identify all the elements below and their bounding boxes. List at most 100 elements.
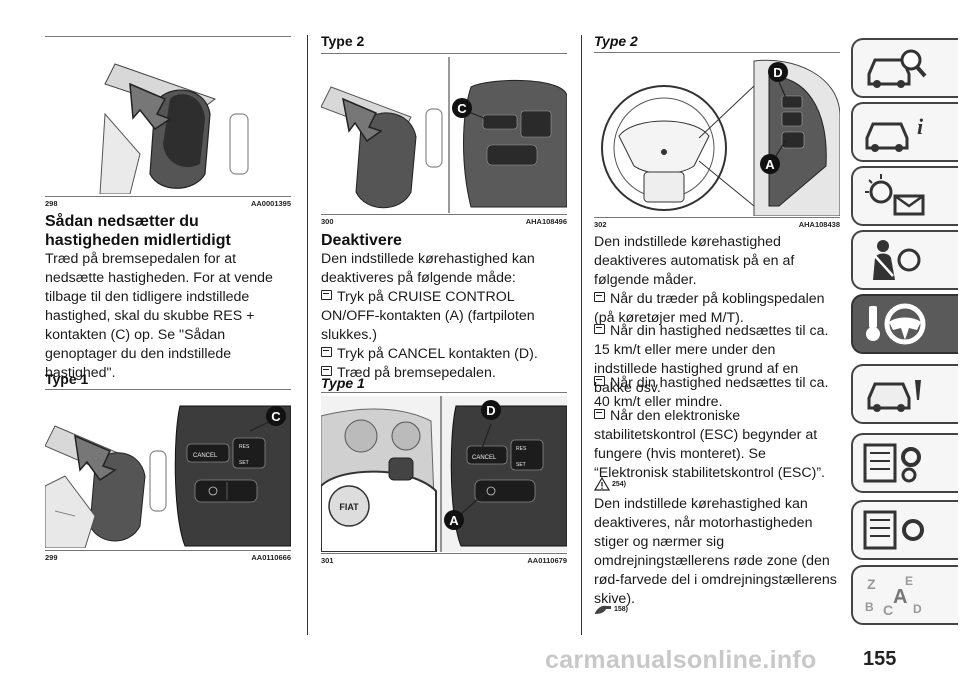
type1-label: Type 1: [321, 375, 365, 391]
figure-301: FIAT CANCEL RES SET D A: [321, 396, 567, 552]
warning-reference: 254): [593, 476, 626, 491]
switch-label-res: RES: [239, 444, 250, 450]
car-breakdown-icon: [867, 380, 921, 412]
note-ref-number: 158): [613, 605, 628, 613]
rule-type1: [321, 392, 567, 393]
figure-number: 302: [594, 220, 607, 229]
tab-index[interactable]: Z E B C A D: [851, 565, 958, 625]
key-steering-wheel-icon: [866, 303, 926, 345]
figure-number: 301: [321, 556, 334, 565]
bullet-text: Træd på bremsepedalen.: [337, 365, 496, 381]
figure-301-rule: [321, 553, 567, 554]
deactivate-intro: Den indstillede kørehastighed kan deakti…: [321, 251, 535, 286]
callout-d: D: [486, 403, 495, 418]
figure-299: CANCEL RES SET C: [45, 396, 291, 548]
tab-maintenance[interactable]: [851, 433, 958, 493]
switch-label-set: SET: [239, 460, 249, 466]
bullet-item: Tryk på CRUISE CONTROL ON/OFF-kontakten …: [321, 288, 567, 345]
svg-text:A: A: [893, 586, 907, 608]
switch-label-cancel: CANCEL: [193, 453, 218, 459]
figure-302-rule: [594, 217, 840, 218]
switch-label-res: RES: [516, 446, 527, 452]
slowdown-paragraph: Træd på bremsepedalen for at nedsætte ha…: [45, 251, 273, 381]
tab-technical-data[interactable]: [851, 500, 958, 560]
rpm-paragraph: Den indstillede kørehastighed kan deakti…: [594, 496, 837, 607]
bullet-item: Når din hastighed nedsættes til ca. 40 k…: [594, 374, 840, 412]
figure-302-caption: 302 AHA108438: [594, 220, 840, 229]
bullet-text: Når din hastighed nedsættes til ca. 15 k…: [594, 323, 829, 396]
tab-car-info[interactable]: i: [851, 102, 958, 162]
tab-car-search[interactable]: [851, 38, 958, 98]
figure-id: AA0001395: [250, 199, 291, 208]
callout-c: C: [457, 101, 467, 116]
section-heading-slowdown: Sådan nedsætter du hastigheden midlertid…: [45, 213, 231, 249]
bullet-item: Når den elektroniske stabilitetskontrol …: [594, 407, 840, 483]
switch-label-cancel: CANCEL: [472, 455, 497, 461]
tab-breakdown[interactable]: [851, 364, 958, 424]
figure-299-rule: [45, 550, 291, 551]
maintenance-settings-icon: [863, 443, 921, 483]
tab-safety[interactable]: [851, 230, 958, 290]
bullet-item: Træd på bremsepedalen.: [321, 364, 567, 383]
bullet-item: Når din hastighed nedsættes til ca. 15 k…: [594, 322, 840, 398]
tab-starting-driving[interactable]: [851, 294, 958, 354]
figure-300-caption: 300 AHA108496: [321, 217, 567, 226]
fiat-logo-text: FIAT: [339, 502, 359, 512]
rule-type2: [321, 53, 567, 54]
figure-id: AHA108438: [798, 220, 840, 229]
svg-text:E: E: [905, 574, 913, 588]
figure-298: [45, 44, 291, 194]
figure-id: AA0110666: [251, 553, 291, 562]
warning-light-mail-icon: [865, 174, 925, 216]
callout-a: A: [765, 157, 775, 172]
figure-number: 298: [45, 199, 58, 208]
alphabet-index-icon: Z E B C A D: [865, 574, 922, 618]
bullet-icon: [321, 366, 332, 376]
bullet-text: Når den elektroniske stabilitetskontrol …: [594, 408, 826, 481]
column-separator: [581, 35, 582, 635]
page-number: 155: [863, 648, 897, 670]
svg-text:Z: Z: [867, 576, 876, 592]
bullet-item: Når du træder på koblingspedalen (på kør…: [594, 290, 840, 328]
section-heading-deactivate: Deaktivere: [321, 232, 402, 249]
bullet-icon: [594, 292, 605, 302]
note-reference: 158): [594, 603, 628, 615]
bullet-icon: [321, 290, 332, 300]
type2-label: Type 2: [594, 33, 638, 49]
bullet-icon: [594, 376, 605, 386]
bullet-text: Tryk på CANCEL kontakten (D).: [337, 346, 538, 362]
callout-c: C: [271, 409, 281, 424]
car-info-icon: i: [865, 114, 924, 152]
figure-302: D A: [594, 56, 840, 216]
figure-299-caption: 299 AA0110666: [45, 553, 291, 562]
figure-298-rule: [45, 196, 291, 197]
figure-301-caption: 301 AA0110679: [321, 556, 567, 565]
column-separator: [307, 35, 308, 635]
bullet-text: Tryk på CRUISE CONTROL ON/OFF-kontakten …: [321, 289, 535, 343]
bullet-icon: [594, 409, 605, 419]
gear-settings-icon: [863, 510, 924, 550]
type2-label: Type 2: [321, 33, 365, 49]
type1-label: Type 1: [45, 371, 89, 387]
note-hand-icon: [595, 605, 611, 614]
tab-warning-lights[interactable]: [851, 166, 958, 226]
watermark: carmanualsonline.info: [545, 646, 817, 674]
svg-text:B: B: [865, 600, 874, 614]
figure-number: 300: [321, 217, 334, 226]
auto-deactivate-intro: Den indstillede kørehastighed deaktivere…: [594, 234, 795, 288]
rule-type1: [45, 389, 291, 390]
callout-d: D: [773, 65, 782, 80]
svg-text:i: i: [917, 114, 924, 139]
figure-number: 299: [45, 553, 58, 562]
figure-id: AHA108496: [525, 217, 567, 226]
bullet-text: Når du træder på koblingspedalen (på kør…: [594, 291, 825, 326]
figure-300: C: [321, 57, 567, 213]
warning-ref-number: 254): [611, 480, 626, 488]
bullet-icon: [321, 347, 332, 357]
bullet-item: Tryk på CANCEL kontakten (D).: [321, 345, 567, 364]
bullet-icon: [594, 324, 605, 334]
rule-type2: [594, 52, 840, 53]
bullet-text: Når din hastighed nedsættes til ca. 40 k…: [594, 375, 829, 410]
svg-text:D: D: [913, 602, 922, 616]
warning-triangle-icon: [593, 476, 611, 491]
